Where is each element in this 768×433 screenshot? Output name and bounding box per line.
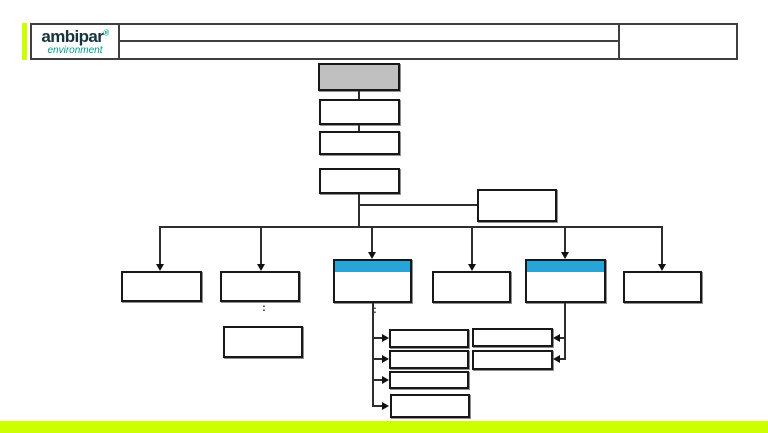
node-child-c xyxy=(333,259,412,303)
c-subtree-vertical xyxy=(372,303,374,407)
arrow-down-child-c xyxy=(368,252,376,259)
e-sub-1-stub xyxy=(560,337,566,339)
arrow-down-child-e xyxy=(561,252,569,259)
drop-child-d xyxy=(471,226,473,264)
node-child-f xyxy=(623,271,702,303)
c-sub-2-stub xyxy=(374,358,382,360)
node-level2 xyxy=(319,99,400,125)
arrow-left-e-sub-2 xyxy=(553,355,560,363)
node-level3 xyxy=(319,131,400,155)
brand-logo: ambipar® xyxy=(41,26,109,47)
c-sub-1-stub xyxy=(374,337,382,339)
e-sub-2-stub xyxy=(560,358,566,360)
connector-level2-level3 xyxy=(358,125,360,131)
arrow-right-c-sub-3 xyxy=(382,376,389,384)
header-title-row-1 xyxy=(124,26,614,40)
distribution-line xyxy=(159,226,663,228)
node-child-a xyxy=(121,271,202,302)
drop-child-a xyxy=(159,226,161,264)
e-subtree-vertical xyxy=(564,303,566,360)
brand-tagline: environment xyxy=(47,44,103,56)
drop-child-e xyxy=(564,226,566,252)
node-c-sub-2 xyxy=(389,350,469,369)
header-title-block xyxy=(118,23,620,60)
continuation-dots-b: : xyxy=(262,302,266,314)
brand-name: ambipar® xyxy=(41,26,109,46)
logo-accent-bar xyxy=(22,23,27,60)
node-c-sub-3 xyxy=(389,371,469,389)
connector-side-horizontal xyxy=(358,204,477,206)
node-level4 xyxy=(319,168,400,194)
c-sub-3-stub xyxy=(374,379,382,381)
arrow-right-c-sub-2 xyxy=(382,355,389,363)
header-right-cell xyxy=(618,23,738,60)
arrow-down-child-f xyxy=(658,264,666,271)
footer-accent-bar xyxy=(0,421,768,433)
node-side xyxy=(477,189,557,222)
header-right-cell-text xyxy=(624,36,732,50)
drop-child-f xyxy=(661,226,663,264)
connector-root-level2 xyxy=(358,91,360,99)
node-root xyxy=(318,63,400,91)
node-c-sub-4 xyxy=(390,394,470,418)
node-child-c-blue-header xyxy=(335,261,410,272)
node-child-e-blue-header xyxy=(527,261,604,272)
node-c-sub-1 xyxy=(389,329,469,348)
node-child-e xyxy=(525,259,606,303)
connector-level4-trunk xyxy=(358,194,360,228)
node-e-sub-1 xyxy=(472,328,553,347)
arrow-right-c-sub-4 xyxy=(382,402,389,410)
arrow-down-child-b xyxy=(257,264,265,271)
header-title-row-2 xyxy=(124,43,614,57)
node-e-sub-2 xyxy=(472,350,553,370)
drop-child-b xyxy=(260,226,262,264)
node-child-b-sub xyxy=(223,326,303,358)
registered-mark: ® xyxy=(103,27,109,37)
continuation-dots-c: : xyxy=(373,304,377,316)
arrow-down-child-a xyxy=(156,264,164,271)
arrow-right-c-sub-1 xyxy=(382,334,389,342)
header-row-divider xyxy=(120,40,618,42)
c-sub-4-stub xyxy=(374,405,382,407)
arrow-left-e-sub-1 xyxy=(553,334,560,342)
node-child-b xyxy=(220,271,300,302)
arrow-down-child-d xyxy=(468,264,476,271)
node-child-d xyxy=(432,271,511,303)
logo-box: ambipar® environment xyxy=(30,23,120,60)
drop-child-c xyxy=(371,226,373,252)
